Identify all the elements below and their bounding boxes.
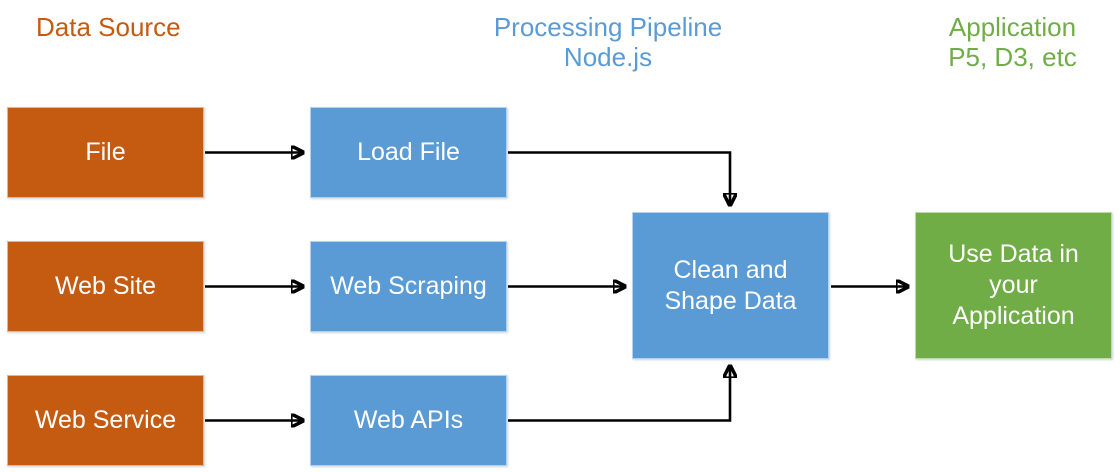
node-clean-and-shape-data[interactable]: Clean and Shape Data <box>632 212 829 359</box>
node-web-apis[interactable]: Web APIs <box>310 375 507 466</box>
node-web-scraping[interactable]: Web Scraping <box>310 241 507 332</box>
node-web-site[interactable]: Web Site <box>7 241 204 332</box>
connector-load-file-to-clean <box>508 151 730 206</box>
column-header-processing-pipeline: Processing Pipeline Node.js <box>493 12 723 72</box>
node-file[interactable]: File <box>7 107 204 198</box>
node-load-file[interactable]: Load File <box>310 107 507 198</box>
column-header-application: Application P5, D3, etc <box>948 12 1077 72</box>
node-web-service[interactable]: Web Service <box>7 375 204 466</box>
node-use-data-in-your-application[interactable]: Use Data in your Application <box>915 212 1112 359</box>
connector-web-apis-to-clean <box>508 366 730 422</box>
column-header-data-source: Data Source <box>36 12 181 42</box>
